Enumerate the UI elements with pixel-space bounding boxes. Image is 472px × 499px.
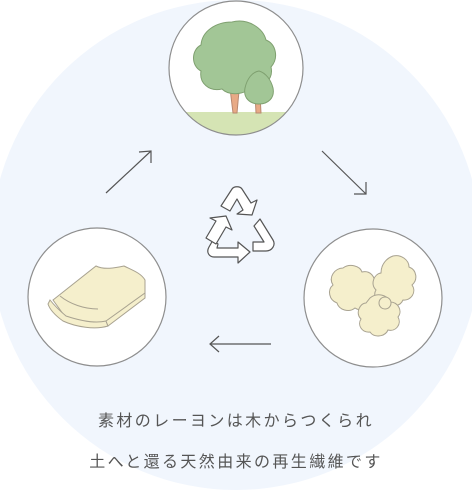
arrow-fabric-to-tree	[105, 150, 152, 194]
cotton-fiber-icon	[329, 255, 417, 337]
caption-line-1: 素材のレーヨンは木からつくられ	[97, 411, 374, 430]
node-fiber	[303, 228, 443, 368]
arrow-tree-to-fiber	[321, 150, 367, 195]
recycle-icon	[205, 186, 275, 264]
arrow-fiber-to-fabric	[209, 335, 271, 353]
folded-fabric-icon	[47, 265, 146, 329]
caption-line-2: 土へと還る天然由来の再生繊維です	[89, 452, 383, 471]
node-fabric	[27, 227, 167, 367]
